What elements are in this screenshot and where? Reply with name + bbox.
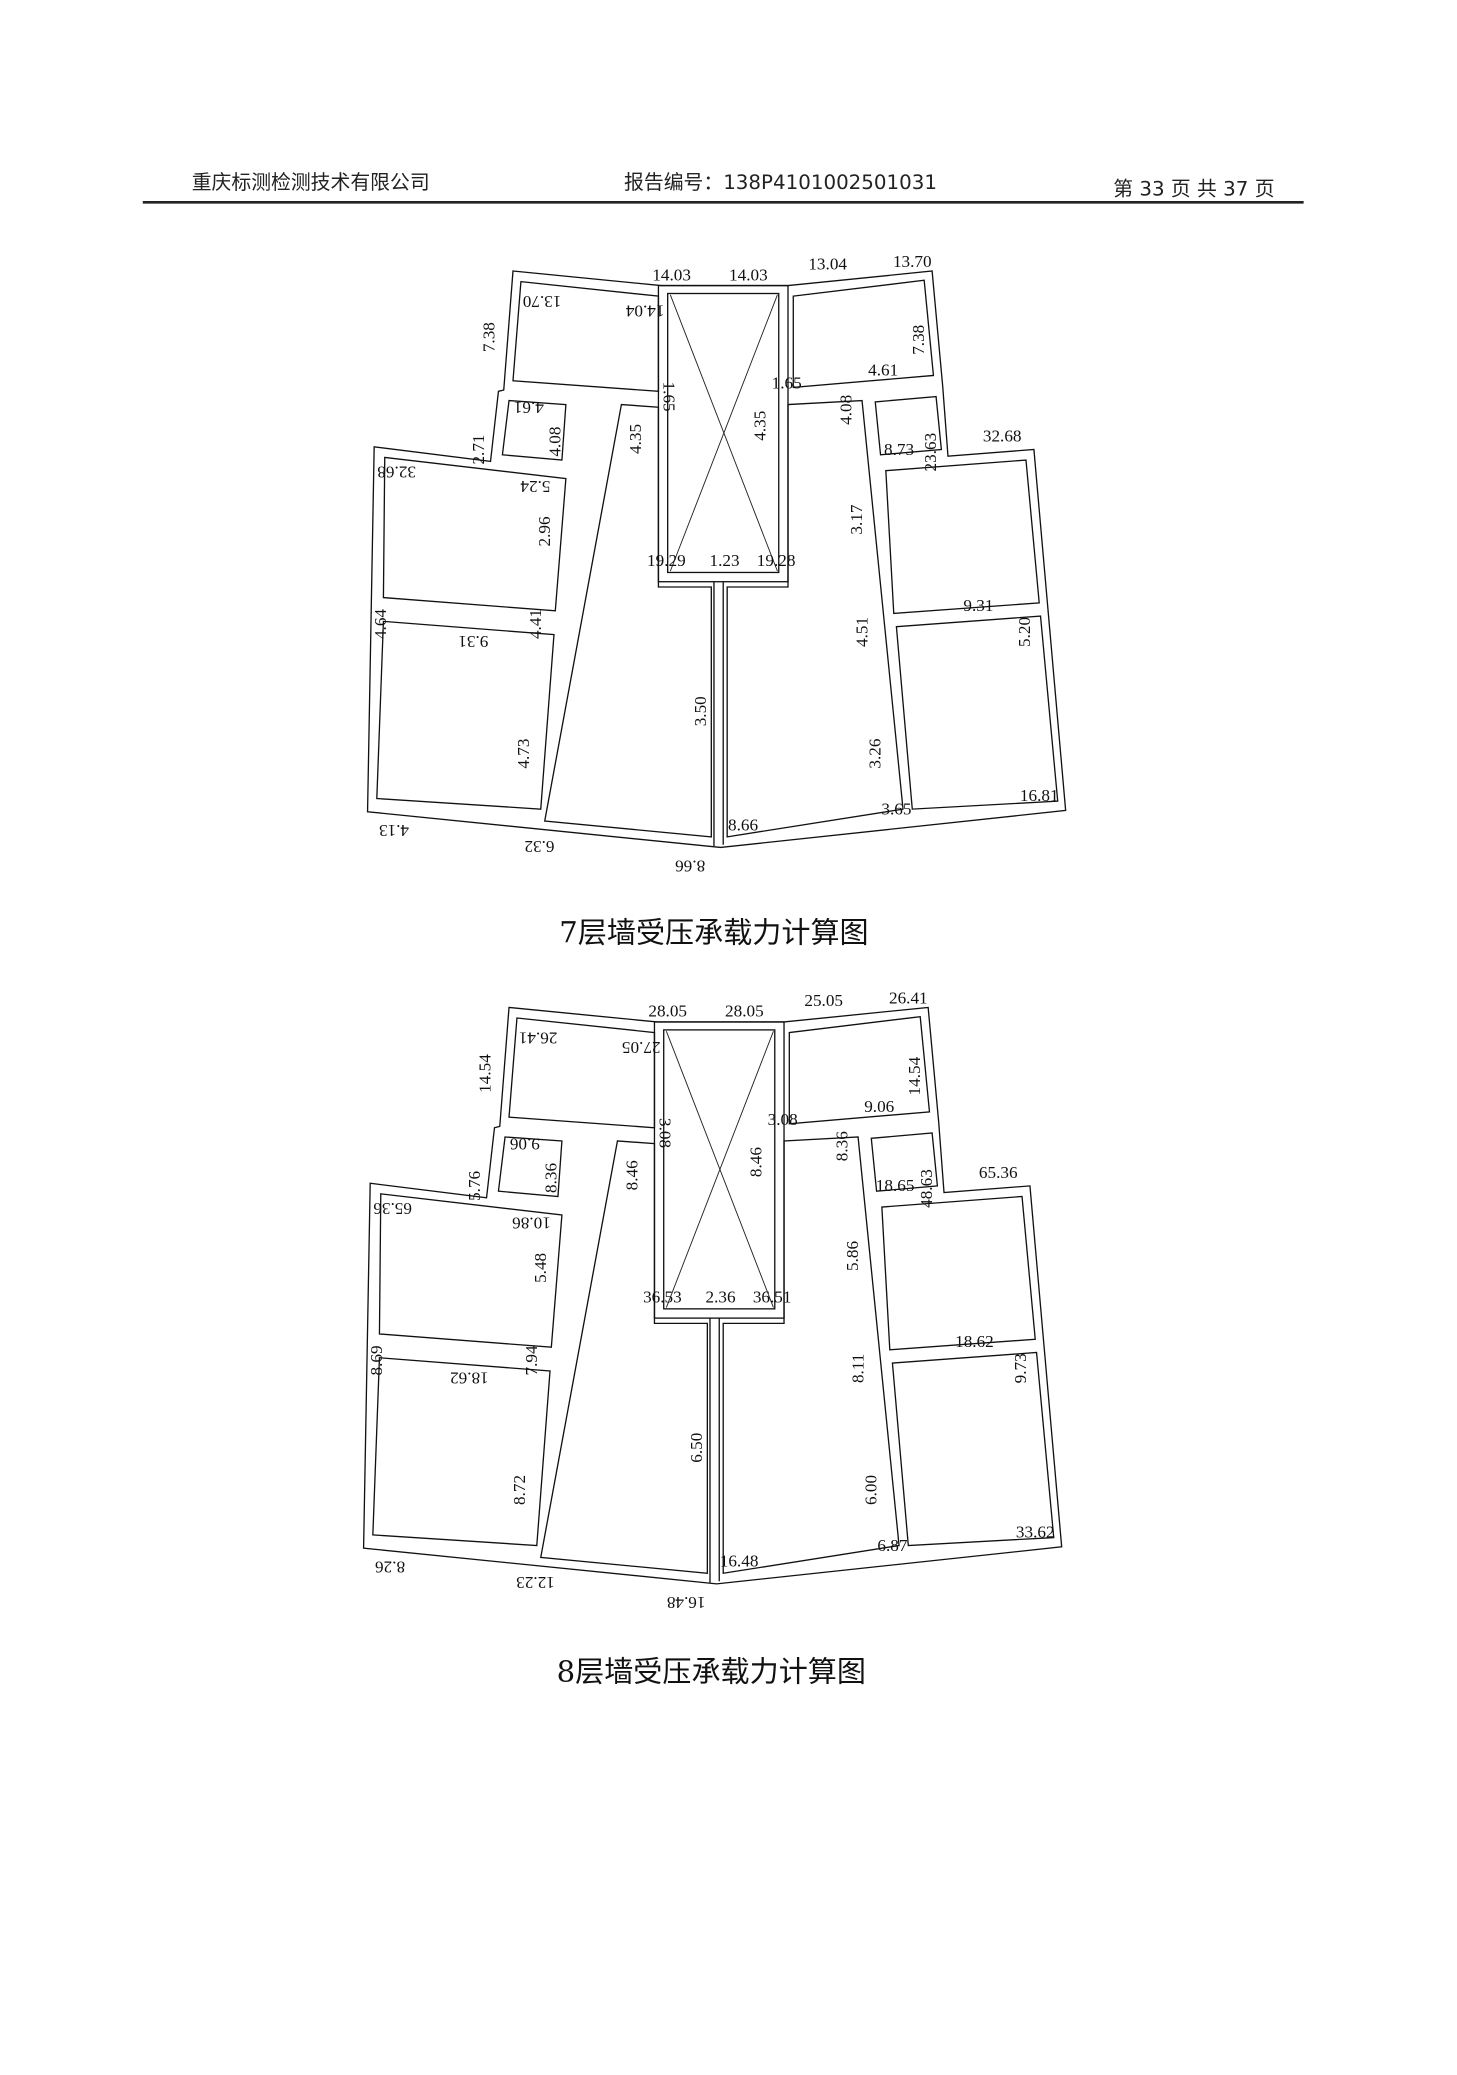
dimension-label: 26.41 [889, 988, 928, 1007]
dimension-label: 4.35 [626, 424, 645, 454]
dimension-label: 10.86 [512, 1214, 551, 1233]
dimension-label: 8.11 [848, 1354, 867, 1383]
page-header: 重庆标测检测技术有限公司 报告编号：138P4101002501031 第 33… [142, 171, 1304, 204]
dimension-label: 5.48 [531, 1253, 550, 1283]
dimension-label: 4.73 [514, 739, 533, 769]
dimension-label: 5.20 [1015, 617, 1034, 647]
dimension-label: 4.13 [379, 821, 409, 840]
dimension-label: 5.86 [843, 1241, 862, 1271]
floor-plan-7-caption: 7层墙受压承载力计算图 [559, 916, 868, 950]
dimension-label: 19.28 [757, 551, 796, 570]
dimension-label: 3.26 [866, 738, 885, 768]
dimension-label: 8.26 [375, 1557, 405, 1576]
dimension-label: 4.61 [514, 398, 544, 417]
dimension-label: 13.70 [523, 292, 562, 311]
dimension-label: 28.05 [725, 1002, 764, 1021]
dimension-label: 27.05 [622, 1038, 661, 1057]
dimension-label: 48.63 [917, 1169, 936, 1208]
dimension-label: 1.65 [772, 374, 802, 393]
dimension-label: 4.08 [546, 427, 565, 457]
dimension-label: 4.41 [526, 609, 545, 639]
dimension-label: 4.08 [836, 395, 855, 425]
dimension-label: 18.62 [955, 1332, 994, 1351]
dimension-label: 5.76 [465, 1170, 484, 1200]
dimension-label: 19.29 [647, 551, 686, 570]
dimension-label: 7.38 [909, 325, 928, 355]
dimension-label: 4.35 [751, 411, 770, 441]
page-info: 第 33 页 共 37 页 [1113, 178, 1274, 201]
dimension-label: 28.05 [648, 1002, 687, 1021]
dimension-label: 14.54 [905, 1056, 924, 1095]
dimension-label: 2.96 [535, 516, 554, 546]
dimension-label: 3.08 [656, 1118, 675, 1148]
dimension-label: 8.36 [542, 1163, 561, 1193]
dimension-label: 65.36 [979, 1163, 1018, 1182]
dimension-label: 6.87 [877, 1536, 907, 1555]
dimension-label: 26.41 [519, 1029, 558, 1048]
dimension-label: 6.32 [524, 837, 554, 856]
dimension-label: 9.73 [1011, 1353, 1030, 1383]
dimension-label: 14.54 [476, 1054, 495, 1093]
dimension-label: 8.72 [510, 1475, 529, 1505]
dimension-label: 8.73 [884, 440, 914, 459]
dimension-label: 32.68 [983, 427, 1022, 446]
floor-plan-8: 28.05 28.05 25.05 26.41 26.41 27.05 14.54 14.54… [362, 988, 1063, 1612]
company-name: 重庆标测检测技术有限公司 [192, 171, 430, 194]
report-number: 报告编号：138P4101002501031 [624, 171, 937, 194]
dimension-label: 7.38 [479, 322, 498, 352]
dimension-label: 5.24 [520, 477, 550, 496]
dimension-label: 36.51 [753, 1287, 792, 1306]
dimension-label: 2.36 [706, 1287, 736, 1306]
dimension-label: 9.06 [864, 1097, 894, 1116]
dimension-label: 8.46 [622, 1160, 641, 1190]
dimension-label: 13.04 [808, 255, 847, 274]
dimension-label: 3.17 [847, 504, 866, 534]
dimension-label: 2.71 [469, 434, 488, 464]
dimension-label: 16.48 [720, 1552, 759, 1571]
dimension-label: 1.23 [710, 551, 740, 570]
dimension-label: 14.03 [652, 265, 691, 284]
dimension-label: 4.61 [868, 360, 898, 379]
dimension-label: 23.63 [921, 433, 940, 472]
floor-plan-8-caption: 8层墙受压承载力计算图 [557, 1655, 866, 1689]
dimension-label: 4.51 [852, 617, 871, 647]
dimension-label: 36.53 [643, 1287, 682, 1306]
dimension-label: 9.31 [458, 632, 488, 651]
dimension-label: 3.50 [691, 696, 710, 726]
dimension-label: 1.65 [660, 382, 679, 412]
dimension-label: 65.36 [373, 1199, 412, 1218]
dimension-label: 7.94 [522, 1345, 541, 1375]
dimension-label: 12.23 [516, 1573, 555, 1592]
dimension-label: 16.48 [667, 1593, 706, 1612]
dimension-label: 8.66 [728, 815, 758, 834]
dimension-label: 8.69 [367, 1345, 386, 1375]
dimension-label: 14.04 [625, 301, 664, 320]
dimension-label: 8.46 [747, 1147, 766, 1177]
dimension-label: 16.81 [1020, 786, 1059, 805]
dimension-label: 33.62 [1016, 1523, 1055, 1542]
dimension-label: 8.36 [832, 1131, 851, 1161]
dimension-label: 4.64 [371, 609, 390, 639]
dimension-label: 3.65 [881, 799, 911, 818]
dimension-label: 18.62 [450, 1368, 489, 1387]
floor-plan-7: 14.03 14.03 13.04 13.70 13.70 14.04 7.38 7.38 4.… [366, 252, 1067, 876]
dimension-label: 9.31 [963, 596, 993, 615]
dimension-label: 32.68 [377, 463, 416, 482]
dimension-label: 14.03 [729, 265, 768, 284]
dimension-label: 25.05 [804, 991, 843, 1010]
dimension-label: 6.00 [862, 1475, 881, 1505]
dimension-label: 9.06 [509, 1134, 539, 1153]
dimension-label: 6.50 [687, 1433, 706, 1463]
dimension-label: 8.66 [675, 857, 705, 876]
dimension-label: 18.65 [876, 1176, 915, 1195]
dimension-label: 3.08 [768, 1110, 798, 1129]
dimension-label: 13.70 [893, 252, 932, 271]
